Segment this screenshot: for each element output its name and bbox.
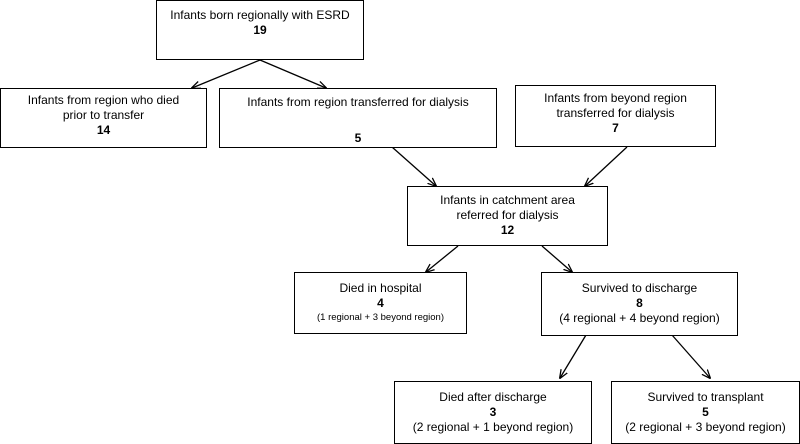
node-born-count: 19: [253, 23, 267, 37]
node-died-prior-count: 14: [96, 123, 111, 137]
node-survived-transplant-label: Survived to transplant: [647, 390, 764, 404]
node-survived-transplant-count: 5: [702, 405, 709, 419]
node-died-hospital-label: Died in hospital: [339, 281, 422, 295]
node-survived-discharge: Survived to discharge 8 (4 regional + 4 …: [541, 272, 738, 336]
node-transferred-count: 5: [354, 131, 362, 145]
node-beyond-label: Infants from beyond region transferred f…: [544, 91, 687, 120]
arrow-born-to-transferred: [259, 59, 326, 88]
node-beyond-count: 7: [612, 121, 619, 135]
node-survived-discharge-detail: (4 regional + 4 beyond region): [559, 311, 720, 325]
node-born: Infants born regionally with ESRD 19: [156, 0, 364, 60]
node-catchment: Infants in catchment area referred for d…: [407, 186, 608, 246]
arrow-discharge-to-transplant: [671, 334, 710, 378]
node-catchment-label: Infants in catchment area referred for d…: [440, 193, 575, 222]
node-catchment-count: 12: [500, 223, 515, 237]
node-born-label: Infants born regionally with ESRD: [170, 8, 350, 22]
node-died-after-count: 3: [489, 405, 497, 419]
arrow-beyond-to-catchment: [585, 146, 628, 186]
node-died-after-label: Died after discharge: [439, 390, 547, 404]
node-died-hospital-detail: (1 regional + 3 beyond region): [316, 312, 445, 323]
node-survived-transplant: Survived to transplant 5 (2 regional + 3…: [611, 381, 800, 444]
node-transferred-label: Infants from region transferred for dial…: [247, 95, 469, 109]
node-died-hospital-count: 4: [377, 296, 384, 310]
arrow-transferred-to-catchment: [391, 146, 436, 186]
node-survived-transplant-detail: (2 regional + 3 beyond region): [625, 420, 786, 434]
arrow-discharge-to-died-after: [560, 334, 587, 378]
node-survived-discharge-label: Survived to discharge: [581, 281, 698, 295]
node-died-after: Died after discharge 3 (2 regional + 1 b…: [394, 381, 592, 444]
arrow-catchment-to-survived-discharge: [541, 245, 572, 272]
node-died-prior-label: Infants from region who died prior to tr…: [27, 93, 180, 122]
node-beyond: Infants from beyond region transferred f…: [515, 85, 716, 147]
node-died-after-detail: (2 regional + 1 beyond region): [412, 420, 574, 434]
node-survived-discharge-count: 8: [636, 296, 643, 310]
node-died-hospital: Died in hospital 4 (1 regional + 3 beyon…: [294, 272, 467, 334]
node-died-prior: Infants from region who died prior to tr…: [0, 88, 207, 148]
arrow-born-to-died-prior: [192, 59, 261, 88]
arrow-catchment-to-died-hospital: [426, 245, 459, 272]
node-transferred: Infants from region transferred for dial…: [219, 88, 497, 148]
